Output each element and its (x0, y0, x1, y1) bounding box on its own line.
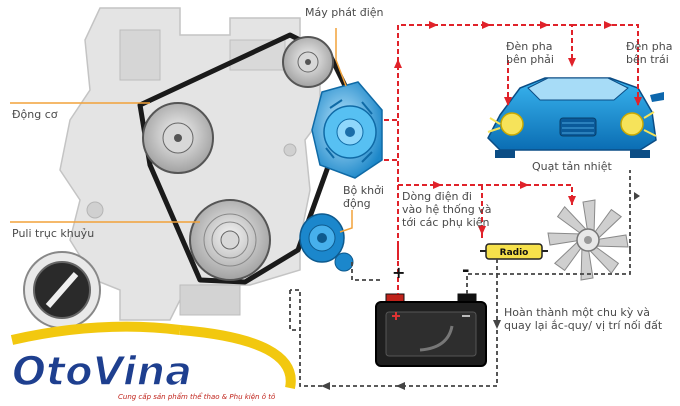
current-flow-arrows (394, 21, 642, 235)
engine-label: Động cơ (12, 108, 58, 121)
starter-label: Bộ khởi động (343, 184, 384, 210)
radio-label: Radio (500, 248, 529, 258)
headlight-right-label: Đèn pha bên phải (506, 40, 554, 66)
radiator-fan (547, 199, 629, 281)
battery (375, 293, 487, 367)
otovina-logo: OtoVina Cung cấp sản phẩm thể thao & Phụ… (10, 251, 296, 401)
starter-motor (299, 213, 354, 272)
radio-unit: Radio (480, 243, 548, 260)
crank-pulley-label: Puli trục khuỷu (12, 227, 95, 240)
crankshaft-pulley (189, 199, 271, 281)
left-headlight (620, 112, 644, 136)
ground-wiring (289, 170, 631, 387)
right-headlight (500, 112, 524, 136)
ground-flow-arrows (321, 192, 640, 390)
cycle-complete-label: Hoàn thành một chu kỳ và quay lại ắc-quy… (504, 306, 663, 332)
alternator-label: Máy phát điện (305, 6, 384, 19)
battery-minus-sign: - (462, 260, 469, 281)
middle-pulley (142, 102, 214, 174)
brand-name: OtoVina (12, 349, 192, 395)
radiator-fan-label: Quạt tản nhiệt (532, 160, 612, 173)
brand-tagline: Cung cấp sản phẩm thể thao & Phụ kiện ô … (118, 392, 275, 401)
car-front-view (487, 77, 664, 158)
battery-plus-sign: + (392, 263, 405, 282)
headlight-left-label: Đèn pha bên trái (626, 40, 673, 66)
alternator (311, 81, 383, 179)
leader-lines (10, 28, 353, 233)
upper-pulley (282, 36, 334, 88)
current-flow-label: Dòng điện đi vào hệ thống và tới các phụ… (402, 190, 492, 229)
